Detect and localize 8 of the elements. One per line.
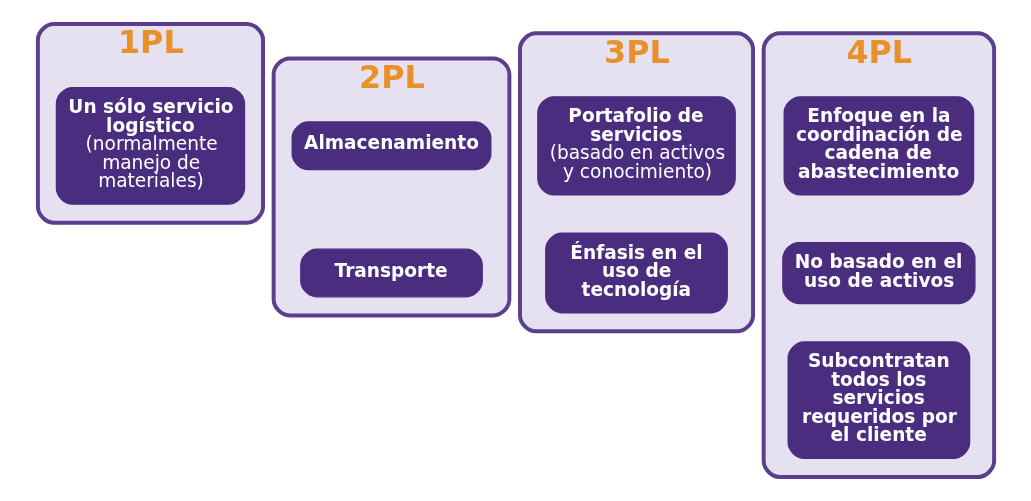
- node-box: Énfasis en el uso de tecnología: [544, 232, 728, 314]
- node-box: Portafolio de servicios (basado en activos y conocimiento): [536, 96, 736, 196]
- node-box: Un sólo servicio logístico (normalmente manejo de materiales): [55, 86, 245, 205]
- node-box: No basado en el uso de activos: [781, 241, 976, 305]
- node-box: Almacenamiento: [291, 121, 491, 171]
- node-box: Transporte: [299, 248, 483, 298]
- node-box: Enfoque en la coordinación de cadena de abastecimiento: [783, 96, 974, 196]
- node-box: Subcontratan todos los servicios requeridos por el cliente: [787, 341, 970, 460]
